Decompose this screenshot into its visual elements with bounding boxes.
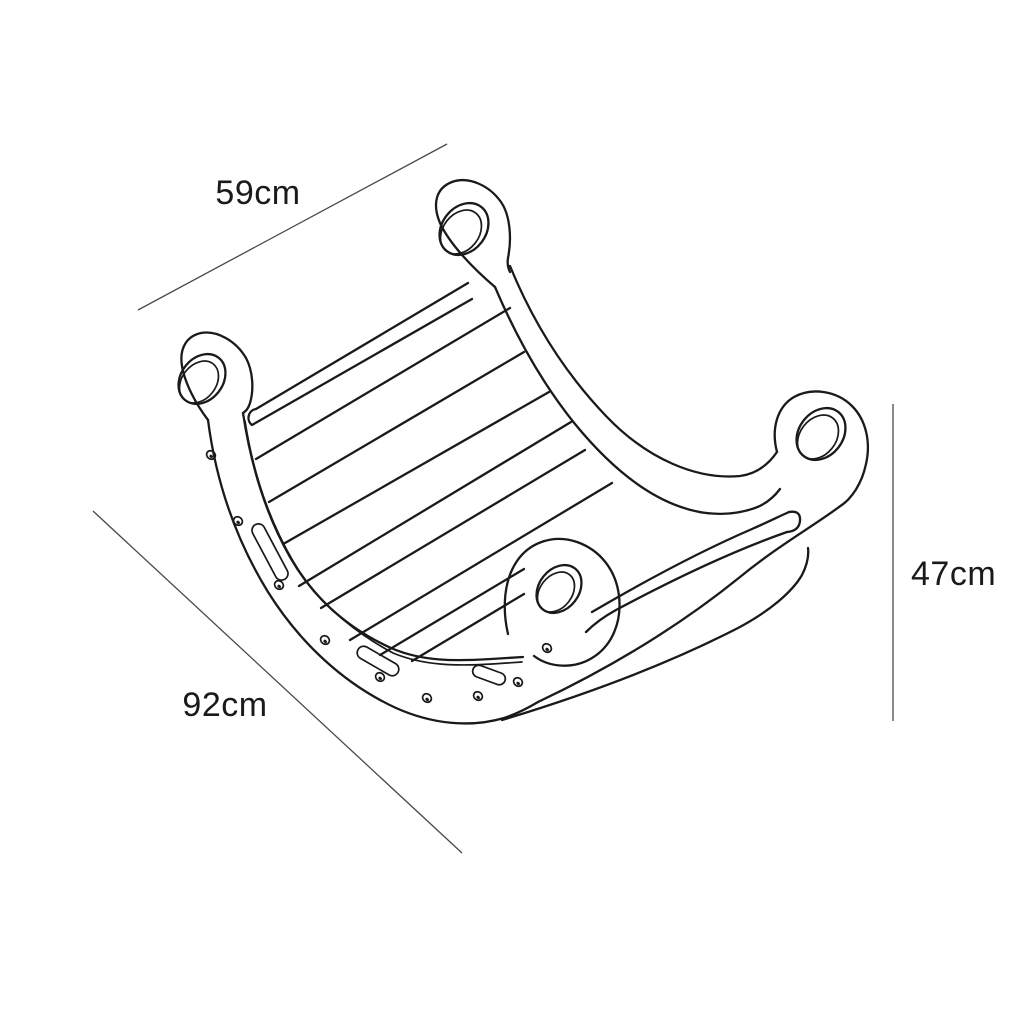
slot-cutout <box>356 645 400 677</box>
handle-hole-top <box>438 201 490 257</box>
handle-lobe-left <box>180 331 254 422</box>
near-side-panel <box>177 331 621 725</box>
far-side-panel <box>434 179 870 515</box>
slat-line <box>267 350 526 504</box>
handle-hole-right-inner <box>796 414 840 460</box>
handle-hole-bottom <box>535 563 583 615</box>
handle-hole-right <box>795 406 847 462</box>
slat-line <box>297 420 573 588</box>
right-end-outer-silhouette <box>500 546 810 722</box>
slat-line <box>319 448 587 610</box>
slot-cutout <box>471 664 507 686</box>
screw-hole <box>374 671 386 683</box>
rail-edge <box>584 530 789 634</box>
bed-underside-silhouette <box>536 505 841 704</box>
near-panel-inner-edge-thickness <box>244 420 523 666</box>
rail-edge <box>590 510 791 614</box>
screw-hole <box>205 449 217 461</box>
slot-cutouts <box>251 523 507 686</box>
dimension-line-59cm <box>137 143 448 311</box>
far-panel-outer-edge <box>508 264 779 478</box>
dimension-length: 92cm <box>92 510 463 854</box>
handle-hole-left <box>177 352 227 406</box>
screw-hole <box>232 515 244 527</box>
slat-line <box>283 390 551 545</box>
slat-top-bar <box>247 281 474 427</box>
rocker-illustration <box>177 179 870 725</box>
rail-end-cap <box>785 510 802 534</box>
far-panel-inner-edge <box>493 285 782 515</box>
screw-hole <box>421 692 433 704</box>
handle-lobe-bottom <box>503 537 621 667</box>
screw-hole <box>512 676 524 688</box>
handle-lobe-right <box>773 390 870 509</box>
slat-line <box>348 481 614 642</box>
screw-hole <box>472 690 484 702</box>
dimension-label-92cm: 92cm <box>182 686 267 724</box>
slot-cutout <box>251 523 289 581</box>
screw-hole <box>273 579 285 591</box>
slat-line <box>378 567 526 657</box>
dimension-label-59cm: 59cm <box>215 174 300 212</box>
screw-hole <box>541 642 553 654</box>
slat-line <box>254 306 512 461</box>
screw-holes <box>205 449 553 704</box>
near-panel-outer-edge <box>206 418 540 725</box>
handle-hole-left-inner <box>178 360 220 404</box>
handle-lobe-top <box>434 179 512 289</box>
right-end-rails <box>500 505 841 722</box>
slat-bed <box>247 281 614 663</box>
screw-hole <box>319 634 331 646</box>
handle-hole-bottom-inner <box>536 571 576 613</box>
dimension-label-47cm: 47cm <box>911 555 996 593</box>
dimension-width: 59cm <box>137 143 448 311</box>
handle-hole-top-inner <box>439 209 483 255</box>
dimension-callouts: 59cm 92cm 47cm <box>92 143 996 854</box>
dimension-height: 47cm <box>892 404 996 721</box>
dimension-line-92cm <box>92 510 463 854</box>
